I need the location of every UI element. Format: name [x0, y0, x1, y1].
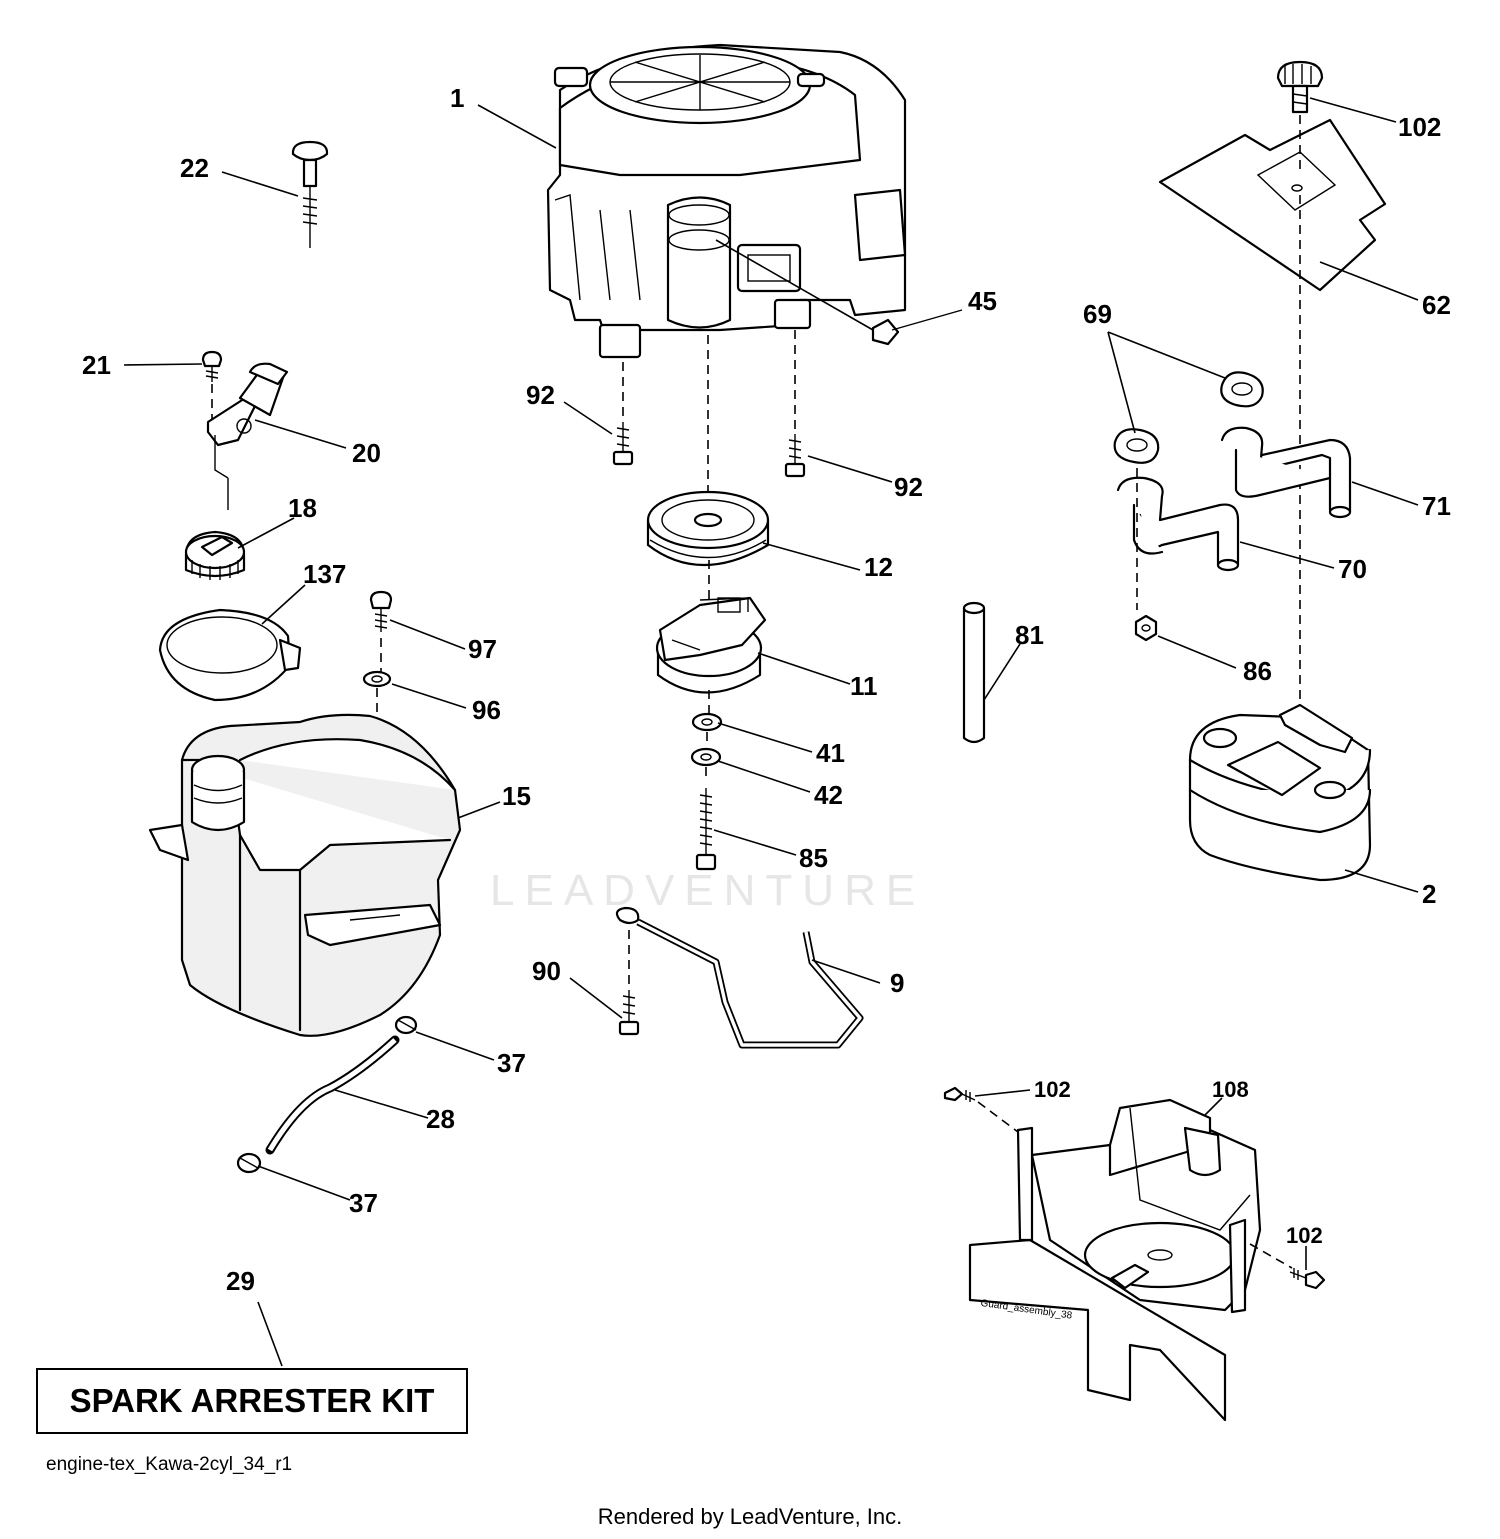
callout-102-guard-upper: 102 [1034, 1077, 1071, 1102]
bolt-part-90 [618, 930, 640, 1036]
callout-92-left: 92 [526, 380, 555, 410]
gasket-part-69-b [1113, 428, 1160, 464]
bolt-part-85 [695, 788, 717, 871]
clamp-part-lower [236, 1152, 262, 1174]
callout-18: 18 [288, 493, 317, 523]
leader-lines [123, 97, 1419, 1367]
cup-part [158, 608, 302, 702]
washer-part-41 [691, 712, 723, 732]
muffler-part [1188, 703, 1372, 882]
callout-69: 69 [1083, 299, 1112, 329]
screw-part-97 [369, 590, 393, 632]
nut-part [1134, 614, 1158, 642]
callout-20: 20 [352, 438, 381, 468]
callout-81: 81 [1015, 620, 1044, 650]
shield-plate-part [1158, 118, 1387, 292]
callout-70: 70 [1338, 554, 1367, 584]
knob-part-102-top [1276, 60, 1324, 114]
rod-part [962, 601, 986, 744]
callout-1: 1 [450, 83, 464, 113]
watermark: LEADVENTURE [490, 866, 925, 915]
callout-37-upper: 37 [497, 1048, 526, 1078]
callout-28: 28 [426, 1104, 455, 1134]
gasket-part-69-a [1220, 371, 1264, 408]
callout-108: 108 [1212, 1077, 1249, 1102]
washer-part-42 [690, 747, 722, 767]
callout-96: 96 [472, 695, 501, 725]
callout-90: 90 [532, 956, 561, 986]
sensor-part [871, 309, 963, 346]
callout-15: 15 [502, 781, 531, 811]
callout-97: 97 [468, 634, 497, 664]
clamp-part-upper [394, 1015, 418, 1035]
render-credit: Rendered by LeadVenture, Inc. [597, 1504, 903, 1529]
callout-41: 41 [816, 738, 845, 768]
spark-arrester-kit-box: SPARK ARRESTER KIT [36, 1368, 468, 1434]
spark-arrester-kit-label: SPARK ARRESTER KIT [69, 1382, 435, 1419]
guard-assembly-part: Guard_assembly_38 [968, 1098, 1262, 1422]
washer-part-96 [362, 670, 392, 688]
callout-labels: 1 22 21 20 18 137 97 96 15 92 92 45 12 1… [82, 83, 1451, 1296]
callout-29: 29 [226, 1266, 255, 1296]
drawing-id: engine-tex_Kawa-2cyl_34_r1 [46, 1454, 293, 1475]
fuel-cap-part [184, 530, 246, 580]
bolt-part-92-left [612, 422, 634, 466]
screw-part-21 [201, 350, 223, 420]
callout-85: 85 [799, 843, 828, 873]
callout-2: 2 [1422, 879, 1436, 909]
bolt-part-102-lower [1289, 1268, 1326, 1290]
callout-11: 11 [850, 671, 878, 701]
engine-part [546, 43, 907, 359]
callout-37-lower: 37 [349, 1188, 378, 1218]
callout-42: 42 [814, 780, 843, 810]
callout-62: 62 [1422, 290, 1451, 320]
callout-22: 22 [180, 153, 209, 183]
callout-102-guard-lower: 102 [1286, 1223, 1323, 1248]
callout-12: 12 [864, 552, 893, 582]
callout-86: 86 [1243, 656, 1272, 686]
clutch-part [655, 560, 767, 715]
callout-21: 21 [82, 350, 111, 380]
callout-137: 137 [303, 559, 346, 589]
bolt-part-92-right [784, 434, 806, 478]
exhaust-pipe-part-71 [1220, 426, 1352, 519]
bolt-part-102-upper [943, 1086, 976, 1102]
control-lever-part [206, 362, 289, 510]
fuel-tank-part [148, 713, 462, 1037]
knob-part [291, 140, 329, 248]
callout-45: 45 [968, 286, 997, 316]
callout-71: 71 [1422, 491, 1451, 521]
callout-9: 9 [890, 968, 904, 998]
callout-92-right: 92 [894, 472, 923, 502]
callout-102-top: 102 [1398, 112, 1441, 142]
hose-part [265, 1035, 400, 1155]
exhaust-pipe-part-70 [1116, 476, 1240, 572]
pulley-part [646, 490, 770, 567]
bracket-part [615, 906, 864, 1049]
